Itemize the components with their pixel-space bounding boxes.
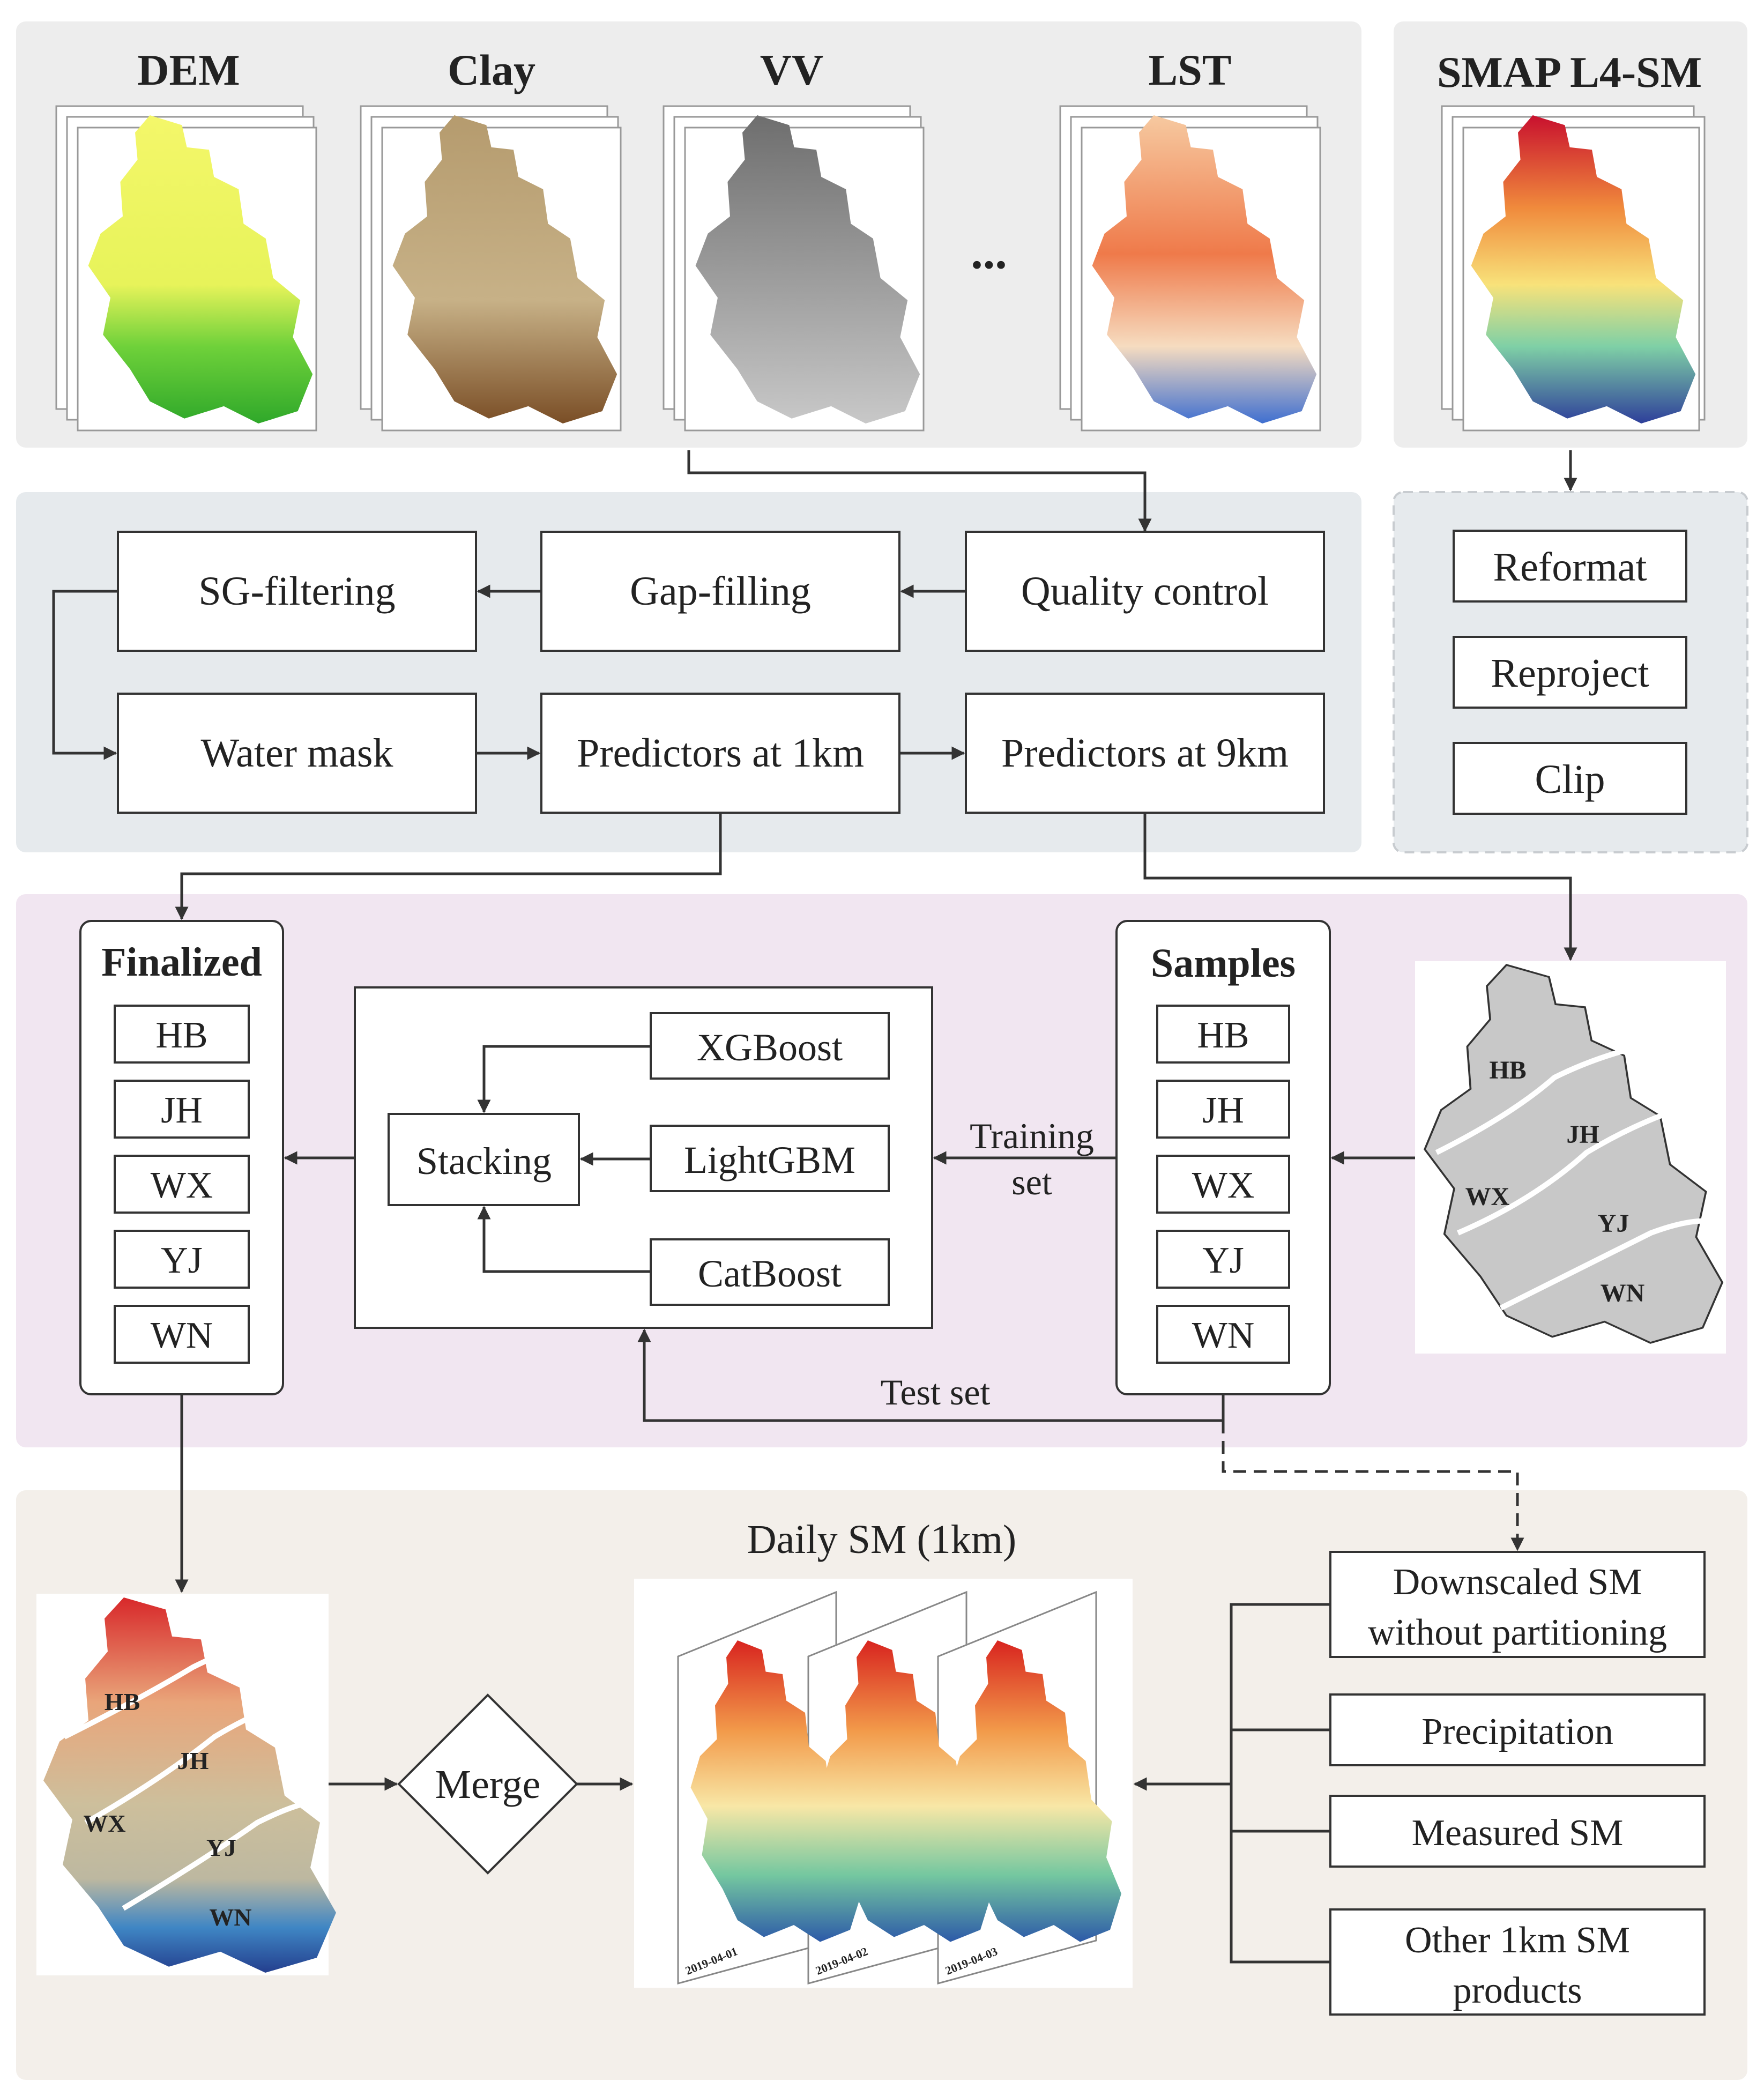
downscaled-label-line2: without partitioning (1368, 1612, 1667, 1653)
daily-sm-title: Daily SM (1km) (747, 1517, 1016, 1562)
reformat-box (1453, 530, 1687, 603)
samples-region-jh-label: JH (1202, 1090, 1244, 1131)
smap-map-stack (1441, 105, 1706, 432)
inputs-to-quality-arrow (687, 450, 1152, 532)
other-1km-sm-box (1329, 1908, 1706, 2016)
partition-label-hb: HB (1489, 1056, 1526, 1084)
other-label-line2: products (1453, 1970, 1582, 2011)
merged-label-wn: WN (209, 1904, 251, 1931)
precipitation-label: Precipitation (1421, 1711, 1613, 1752)
finalized-region-wx-label: WX (151, 1165, 213, 1206)
predictors-9km-label: Predictors at 9km (1001, 731, 1289, 776)
measured-sm-label: Measured SM (1412, 1812, 1624, 1854)
merged-label-yj: YJ (206, 1834, 236, 1861)
merged-label-jh: JH (177, 1747, 209, 1774)
water-mask-label: Water mask (201, 731, 393, 776)
dem-title: DEM (137, 46, 240, 94)
precipitation-box (1329, 1693, 1706, 1766)
partition-label-wx: WX (1465, 1183, 1510, 1211)
catboost-to-stacking-arrow (477, 1206, 651, 1273)
xgboost-to-stacking-arrow (477, 1045, 651, 1113)
merged-label-wx: WX (83, 1810, 125, 1837)
stacking-label: Stacking (416, 1140, 552, 1183)
samples-region-wn-label: WN (1192, 1315, 1255, 1356)
samples-region-hb-label: HB (1197, 1015, 1249, 1056)
training-set-label-line1: Training (970, 1116, 1094, 1156)
finalized-region-jh-label: JH (161, 1090, 203, 1131)
vv-title: VV (760, 46, 823, 94)
quality-control-box (965, 531, 1325, 652)
merged-label-hb: HB (105, 1688, 140, 1715)
merge-label: Merge (435, 1762, 541, 1807)
samples-region-hb (1156, 1005, 1290, 1064)
sg-to-watermask-arrow (52, 590, 118, 760)
finalized-title: Finalized (101, 940, 262, 985)
finalized-region-yj-label: YJ (161, 1240, 203, 1281)
xgboost-label: XGBoost (697, 1026, 843, 1069)
sg-filtering-box (117, 531, 477, 652)
gap-filling-label: Gap-filling (630, 569, 811, 614)
merged-sm-map: HB JH WX YJ WN (36, 1594, 336, 1975)
samples-region-jh (1156, 1080, 1290, 1139)
region-partition-map: HB JH WX YJ WN (1415, 961, 1726, 1354)
quality-control-label: Quality control (1021, 569, 1269, 614)
samples-region-wx (1156, 1155, 1290, 1214)
reproject-label: Reproject (1491, 651, 1649, 696)
dem-map-stack (55, 105, 317, 432)
merge-diamond (397, 1693, 578, 1875)
partition-label-yj: YJ (1598, 1209, 1629, 1238)
samples-region-yj (1156, 1230, 1290, 1289)
other-label-line1: Other 1km SM (1405, 1920, 1630, 1961)
lightgbm-box (650, 1125, 890, 1192)
xgboost-box (650, 1012, 890, 1080)
finalized-region-wn-label: WN (151, 1315, 213, 1356)
samples-region-yj-label: YJ (1202, 1240, 1244, 1281)
measured-sm-box (1329, 1795, 1706, 1868)
finalized-region-wn (114, 1305, 250, 1364)
finalized-region-hb-label: HB (155, 1015, 207, 1056)
training-set-label-line2: set (1011, 1162, 1052, 1202)
predictors-1km-label: Predictors at 1km (577, 731, 864, 776)
downscaled-without-partitioning-box (1329, 1551, 1706, 1658)
finalized-region-wx (114, 1155, 250, 1214)
clay-map-stack (360, 105, 622, 432)
clay-title: Clay (448, 46, 535, 94)
9km-to-partition-arrow (1143, 813, 1577, 961)
gap-filling-box (540, 531, 900, 652)
reproject-box (1453, 636, 1687, 709)
vv-map-stack (663, 105, 925, 432)
stacking-box (388, 1113, 580, 1206)
clip-label: Clip (1535, 757, 1605, 802)
samples-to-validation-dashed-arrow (1222, 1421, 1524, 1551)
catboost-label: CatBoost (698, 1252, 842, 1295)
lst-map-stack (1059, 105, 1321, 432)
predictors-9km-box (965, 693, 1325, 814)
test-set-label: Test set (881, 1372, 991, 1413)
finalized-region-hb (114, 1005, 250, 1064)
predictors-1km-box (540, 693, 900, 814)
lst-title: LST (1149, 46, 1232, 94)
samples-region-wn (1156, 1305, 1290, 1364)
catboost-box (650, 1238, 890, 1306)
samples-region-wx-label: WX (1192, 1165, 1255, 1206)
finalized-region-jh (114, 1080, 250, 1139)
daily-sm-maps: 2019-04-01 2019-04-02 2019-04-03 (634, 1579, 1133, 1988)
test-set-arrow (637, 1328, 1225, 1422)
1km-to-finalized-arrow (175, 813, 722, 920)
downscaled-label-line1: Downscaled SM (1393, 1562, 1642, 1603)
finalized-region-yj (114, 1230, 250, 1289)
partition-label-wn: WN (1601, 1279, 1645, 1307)
clip-box (1453, 742, 1687, 815)
reformat-label: Reformat (1493, 545, 1647, 590)
sg-filtering-label: SG-filtering (198, 569, 395, 614)
partition-label-jh: JH (1566, 1120, 1599, 1149)
smap-title: SMAP L4-SM (1437, 48, 1702, 96)
samples-title: Samples (1151, 941, 1296, 986)
ellipsis: ... (971, 226, 1007, 279)
lightgbm-label: LightGBM (684, 1139, 855, 1181)
water-mask-box (117, 693, 477, 814)
